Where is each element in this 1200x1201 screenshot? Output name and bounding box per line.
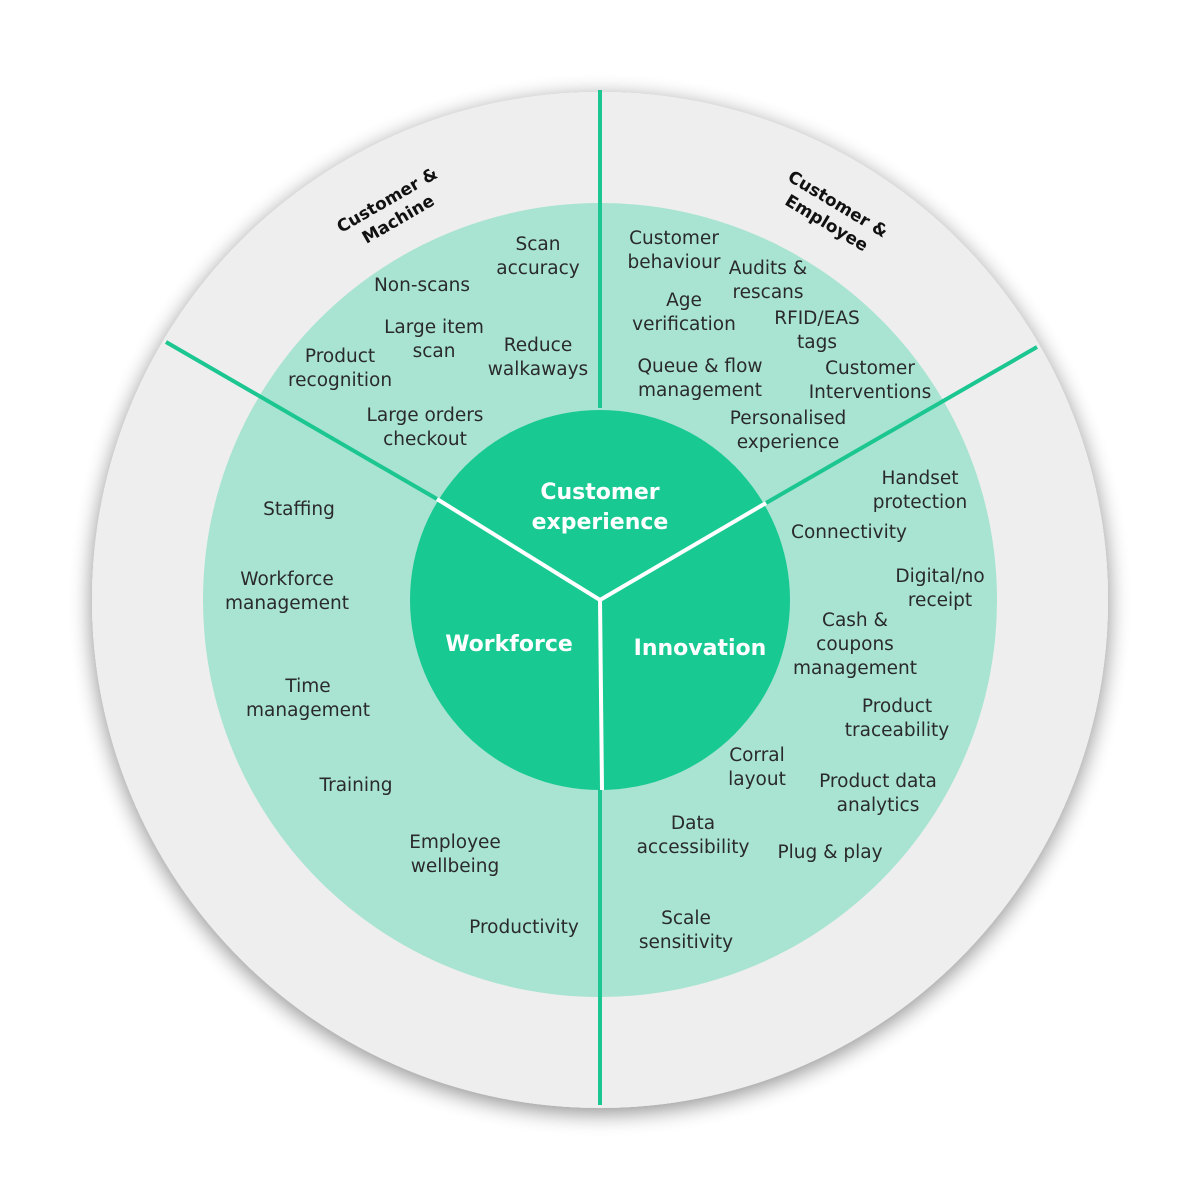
- item-label: Data accessibility: [637, 813, 750, 858]
- item-label-line: tags: [797, 332, 837, 353]
- item-label-line: management: [246, 700, 370, 721]
- item-label-line: protection: [873, 492, 968, 513]
- item-label-line: Customer: [629, 228, 719, 249]
- core-label-innovation: Innovation: [634, 636, 767, 661]
- item-label: Audits & rescans: [729, 258, 807, 303]
- item-label-line: behaviour: [628, 252, 721, 273]
- item-label: Age verification: [632, 290, 736, 335]
- item-label-line: Scale: [661, 908, 711, 929]
- item-label: Time management: [246, 676, 370, 721]
- divider-upper-left: [164, 340, 439, 501]
- item-label-line: Product: [862, 696, 932, 717]
- item-label-line: Employee: [409, 832, 501, 853]
- divider-upper-right: [765, 345, 1038, 505]
- core-divider-right: [598, 501, 768, 602]
- item-label-line: wellbeing: [411, 856, 500, 877]
- item-label: Product traceability: [845, 696, 950, 741]
- core-label-customer-experience-line: experience: [532, 510, 669, 535]
- core-label-innovation-line: Innovation: [634, 636, 767, 661]
- item-label-line: Staffing: [263, 499, 335, 520]
- item-label: Corral layout: [728, 745, 786, 790]
- item-label-line: management: [793, 658, 917, 679]
- item-label-line: coupons: [816, 634, 894, 655]
- item-label-line: Interventions: [809, 382, 932, 403]
- item-label-line: Handset: [882, 468, 959, 489]
- item-label: Employee wellbeing: [409, 832, 501, 877]
- item-label-line: Queue & flow: [637, 356, 762, 377]
- item-label-line: Time: [284, 676, 330, 697]
- item-label: RFID/EAS tags: [774, 308, 860, 353]
- item-label-line: checkout: [383, 429, 467, 450]
- item-label-line: sensitivity: [639, 932, 733, 953]
- item-label-line: management: [638, 380, 762, 401]
- item-label-line: Digital/no: [895, 566, 984, 587]
- item-label-line: layout: [728, 769, 786, 790]
- item-label-line: RFID/EAS: [774, 308, 860, 329]
- item-label-line: receipt: [908, 590, 972, 611]
- item-label: Productivity: [469, 917, 579, 938]
- core-label-customer-experience-line: Customer: [540, 480, 659, 505]
- item-label: Training: [319, 775, 393, 796]
- item-label-line: Cash &: [822, 610, 888, 631]
- item-label: Scan accuracy: [496, 234, 580, 279]
- item-label-line: accessibility: [637, 837, 750, 858]
- item-label-line: Reduce: [504, 335, 572, 356]
- item-label: Connectivity: [791, 522, 907, 543]
- item-label-line: accuracy: [496, 258, 580, 279]
- item-label: Digital/no receipt: [895, 566, 984, 611]
- item-label-line: Audits &: [729, 258, 807, 279]
- item-label-line: Personalised: [730, 408, 847, 429]
- item-label-line: Large orders: [367, 405, 484, 426]
- item-label-line: scan: [413, 341, 456, 362]
- item-label-line: Data: [671, 813, 715, 834]
- core-divider-bottom: [598, 599, 604, 791]
- item-label-line: Large item: [384, 317, 484, 338]
- item-label: Cash & coupons management: [793, 610, 917, 679]
- item-label: Plug & play: [777, 842, 882, 863]
- item-label-line: Plug & play: [777, 842, 882, 863]
- item-label-line: management: [225, 593, 349, 614]
- item-label: Workforce management: [225, 569, 349, 614]
- core-label-workforce-line: Workforce: [445, 632, 573, 657]
- item-label-line: traceability: [845, 720, 950, 741]
- item-label: Handset protection: [873, 468, 968, 513]
- item-label-line: Customer: [825, 358, 915, 379]
- item-label-line: Productivity: [469, 917, 579, 938]
- core-divider-left: [435, 497, 602, 602]
- item-label-line: verification: [632, 314, 736, 335]
- item-label-line: rescans: [732, 282, 803, 303]
- item-label: Staffing: [263, 499, 335, 520]
- item-label-line: Non-scans: [374, 275, 470, 296]
- item-label: Personalised experience: [730, 408, 847, 453]
- item-label-line: experience: [737, 432, 840, 453]
- item-label: Product data analytics: [819, 771, 937, 816]
- item-label-line: Connectivity: [791, 522, 907, 543]
- core-label-workforce: Workforce: [445, 632, 573, 657]
- item-label: Non-scans: [374, 275, 470, 296]
- item-label: Scale sensitivity: [639, 908, 733, 953]
- item-label-line: Workforce: [240, 569, 333, 590]
- item-label-line: recognition: [288, 370, 392, 391]
- item-label: Customer behaviour: [628, 228, 721, 273]
- item-label: Large orders checkout: [367, 405, 484, 450]
- item-label: Large item scan: [384, 317, 484, 362]
- item-label-line: Age: [666, 290, 702, 311]
- item-label-line: analytics: [837, 795, 920, 816]
- item-label: Queue & flow management: [637, 356, 762, 401]
- item-label-line: walkaways: [488, 359, 588, 380]
- item-label: Product recognition: [288, 346, 392, 391]
- item-label-line: Product: [305, 346, 375, 367]
- core-label-customer-experience: Customer experience: [532, 480, 669, 535]
- item-label-line: Product data: [819, 771, 937, 792]
- item-label: Reduce walkaways: [488, 335, 588, 380]
- item-label-line: Training: [319, 775, 393, 796]
- item-label-line: Scan: [516, 234, 561, 255]
- item-label-line: Corral: [729, 745, 785, 766]
